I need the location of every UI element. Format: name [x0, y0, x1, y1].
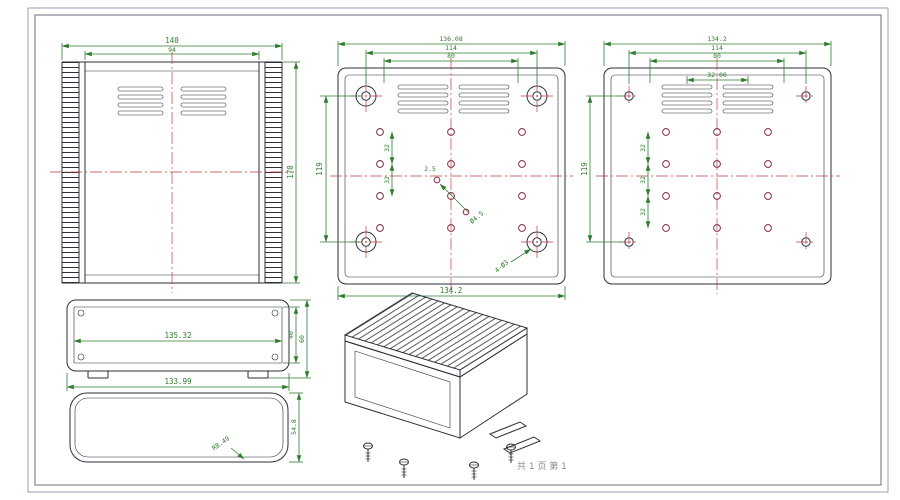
dim-rear-slot: 32.00 — [707, 71, 727, 79]
front-left-fins — [61, 61, 80, 284]
dim-panel-height: 54.8 — [290, 419, 298, 435]
dim-bottom-gap: 2.5 — [424, 165, 436, 173]
dim-bottom-vent: 80 — [447, 52, 455, 60]
dim-bottom-left: 119 — [315, 162, 324, 176]
dim-rear-left: 119 — [580, 162, 589, 176]
panel-dimensions: 54.8 R8.49 — [211, 392, 303, 463]
side-foot-left — [87, 370, 109, 379]
dim-bottom-width: 134.2 — [440, 286, 463, 295]
iso-bracket-1 — [488, 421, 528, 439]
dim-rear-bolt: 114 — [711, 44, 723, 52]
rear-centerlines — [596, 58, 840, 294]
view-bottom: 136.08 114 80 119 134.2 32 32 2.5 Ø4.5 — [315, 35, 573, 300]
iso-bracket-2 — [502, 436, 542, 454]
front-right-fins — [264, 61, 283, 284]
iso-screw-4 — [506, 443, 516, 463]
dim-bottom-outer: 136.08 — [439, 35, 463, 43]
dim-side-bottom: 133.99 — [164, 377, 191, 386]
dim-side-inner: 135.32 — [164, 331, 191, 340]
front-centerlines — [50, 52, 294, 293]
dim-rear-pitch-1: 32 — [639, 144, 647, 152]
dim-rear-pitch-2: 32 — [639, 176, 647, 184]
front-vent-slots — [117, 86, 227, 116]
dim-bottom-bolt: 114 — [445, 44, 457, 52]
view-side: 135.32 133.99 40 60 — [66, 299, 311, 391]
sheet-note: 共 1 页 第 1 — [517, 460, 567, 472]
dim-rear-outer: 134.2 — [707, 35, 727, 43]
dim-side-height-outer: 60 — [298, 335, 306, 343]
front-dimensions: 140 94 170 — [61, 36, 300, 284]
rear-dimensions: 134.2 114 80 32.00 119 32 32 32 — [580, 35, 832, 243]
iso-screw-3 — [469, 461, 479, 480]
iso-screw-1 — [363, 442, 373, 462]
callout-panel-radius: R8.49 — [211, 434, 232, 452]
iso-front-opening — [354, 350, 451, 429]
dim-bottom-pitch-b: 32 — [383, 176, 391, 184]
dim-front-height: 170 — [286, 165, 295, 179]
bottom-vent-slots — [397, 84, 510, 114]
dim-front-width-outer: 140 — [165, 36, 179, 45]
dim-front-width-inner: 94 — [168, 46, 176, 54]
callout-bottom-hole: Ø4.5 — [468, 209, 485, 225]
iso-right-face — [459, 333, 528, 439]
side-dimensions: 135.32 133.99 40 60 — [66, 299, 311, 391]
dim-side-height-inner: 40 — [287, 331, 295, 339]
view-panel: 54.8 R8.49 — [69, 392, 303, 463]
callout-bottom-corner: 4-Ø3 — [493, 258, 510, 274]
dim-rear-vent: 80 — [713, 52, 721, 60]
view-isometric — [343, 292, 542, 480]
rear-vent-slots — [661, 84, 774, 114]
view-rear: 134.2 114 80 32.00 119 32 32 32 — [580, 35, 840, 294]
rear-corner-holes — [619, 86, 816, 252]
side-foot-right — [247, 370, 269, 379]
iso-lid-face — [343, 292, 529, 371]
dim-bottom-pitch-a: 32 — [383, 144, 391, 152]
sheet-frame — [27, 7, 889, 493]
dim-rear-pitch-3: 32 — [639, 208, 647, 216]
iso-screw-2 — [399, 458, 409, 478]
bottom-centerlines — [330, 58, 573, 294]
view-front: 140 94 170 — [50, 36, 300, 293]
